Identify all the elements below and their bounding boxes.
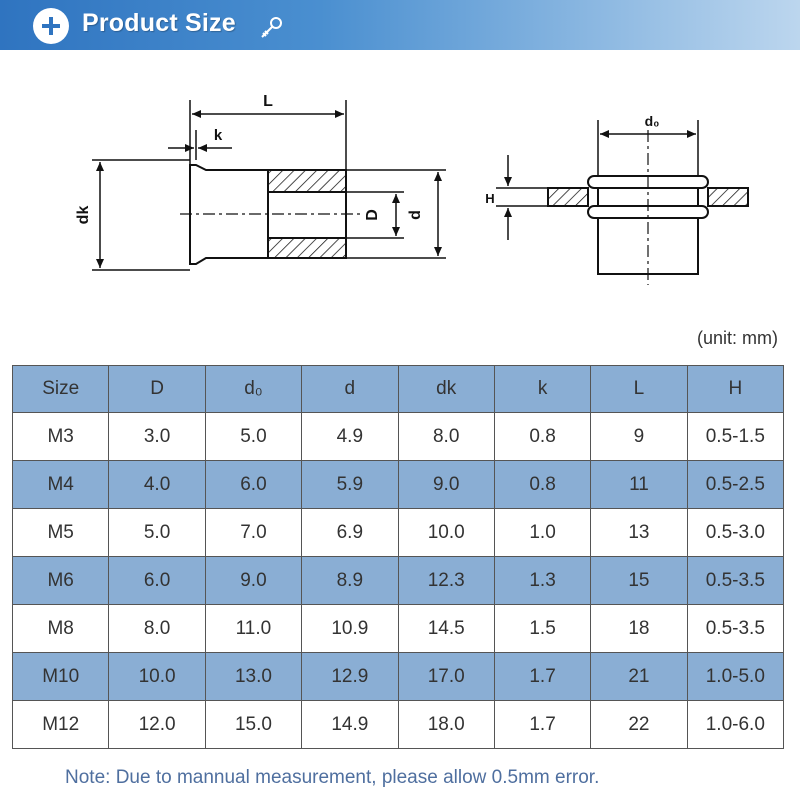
table-cell: 9.0 xyxy=(397,460,495,509)
table-cell: M10 xyxy=(11,652,110,701)
column-header: D xyxy=(108,365,206,413)
table-row: M10 10.0 13.0 12.9 17.0 1.7 21 1.0-5.0 xyxy=(11,652,785,701)
table-cell: M12 xyxy=(11,700,110,749)
dimension-d xyxy=(346,169,446,259)
table-cell: M5 xyxy=(11,508,110,557)
table-cell: 0.8 xyxy=(493,412,592,461)
table-cell: 10.0 xyxy=(397,508,495,557)
table-cell: 9.0 xyxy=(204,556,303,605)
bolt-icon xyxy=(261,17,282,38)
label-H: H xyxy=(485,191,494,206)
column-header: dk xyxy=(397,365,495,413)
table-cell: 12.3 xyxy=(397,556,495,605)
table-cell: 10.0 xyxy=(108,652,206,701)
table-cell: 1.7 xyxy=(493,652,592,701)
table-cell: 13 xyxy=(590,508,688,557)
table-cell: 1.0-6.0 xyxy=(686,700,785,749)
table-cell: 7.0 xyxy=(204,508,303,557)
table-cell: 8.0 xyxy=(108,604,206,653)
installed-view xyxy=(547,130,749,285)
table-cell: 5.0 xyxy=(108,508,206,557)
label-d: d xyxy=(407,210,424,220)
table-row: M3 3.0 5.0 4.9 8.0 0.8 9 0.5-1.5 xyxy=(11,412,785,461)
label-d0: d₀ xyxy=(645,113,660,129)
dimension-drawing: L k dk D d d₀ xyxy=(75,93,749,285)
table-cell: 18 xyxy=(590,604,688,653)
dimension-D xyxy=(346,191,404,239)
table-cell: 17.0 xyxy=(397,652,495,701)
label-L: L xyxy=(263,93,273,110)
label-k: k xyxy=(214,127,223,144)
table-cell: 0.5-3.5 xyxy=(686,604,785,653)
table-cell: 10.9 xyxy=(301,604,399,653)
table-cell: 13.0 xyxy=(204,652,303,701)
table-cell: M4 xyxy=(11,460,110,509)
table-cell: 5.9 xyxy=(301,460,399,509)
table-cell: 6.9 xyxy=(301,508,399,557)
table-cell: 8.0 xyxy=(397,412,495,461)
dimension-L xyxy=(189,100,347,170)
dimension-d0 xyxy=(597,120,699,176)
table-row: M5 5.0 7.0 6.9 10.0 1.0 13 0.5-3.0 xyxy=(11,508,785,557)
page-title: Product Size xyxy=(82,9,236,37)
table-cell: 0.5-3.0 xyxy=(686,508,785,557)
plus-icon xyxy=(33,8,69,44)
table-cell: 8.9 xyxy=(301,556,399,605)
table-cell: 0.5-3.5 xyxy=(686,556,785,605)
table-cell: 0.8 xyxy=(493,460,592,509)
column-header: k xyxy=(493,365,592,413)
table-cell: 4.0 xyxy=(108,460,206,509)
table-cell: 15 xyxy=(590,556,688,605)
table-cell: M8 xyxy=(11,604,110,653)
column-header: H xyxy=(686,365,785,413)
table-cell: 0.5-1.5 xyxy=(686,412,785,461)
label-dk: dk xyxy=(75,206,92,225)
table-cell: 12.9 xyxy=(301,652,399,701)
table-cell: 1.0 xyxy=(493,508,592,557)
table-cell: 4.9 xyxy=(301,412,399,461)
table-cell: 5.0 xyxy=(204,412,303,461)
header-banner: Product Size xyxy=(0,0,800,50)
table-cell: 22 xyxy=(590,700,688,749)
table-cell: M3 xyxy=(11,412,110,461)
column-header: L xyxy=(590,365,688,413)
table-row: M6 6.0 9.0 8.9 12.3 1.3 15 0.5-3.5 xyxy=(11,556,785,605)
table-cell: 1.0-5.0 xyxy=(686,652,785,701)
table-cell: 11.0 xyxy=(204,604,303,653)
dimension-H xyxy=(496,155,548,240)
table-cell: 6.0 xyxy=(108,556,206,605)
dimension-dk xyxy=(92,159,190,271)
table-cell: 11 xyxy=(590,460,688,509)
column-header: Size xyxy=(11,365,110,413)
unit-note: (unit: mm) xyxy=(697,328,778,348)
table-row: M12 12.0 15.0 14.9 18.0 1.7 22 1.0-6.0 xyxy=(11,700,785,749)
table-cell: 18.0 xyxy=(397,700,495,749)
table-row: M4 4.0 6.0 5.9 9.0 0.8 11 0.5-2.5 xyxy=(11,460,785,509)
table-cell: 1.7 xyxy=(493,700,592,749)
table-cell: 12.0 xyxy=(108,700,206,749)
table-header-row: Size D d₀ d dk k L H xyxy=(11,365,785,413)
table-cell: 1.5 xyxy=(493,604,592,653)
table-cell: 3.0 xyxy=(108,412,206,461)
table-cell: M6 xyxy=(11,556,110,605)
table-cell: 14.5 xyxy=(397,604,495,653)
column-header: d xyxy=(301,365,399,413)
table-row: M8 8.0 11.0 10.9 14.5 1.5 18 0.5-3.5 xyxy=(11,604,785,653)
footnote: Note: Due to mannual measurement, please… xyxy=(65,767,600,788)
table-cell: 15.0 xyxy=(204,700,303,749)
table-cell: 0.5-2.5 xyxy=(686,460,785,509)
table-cell: 21 xyxy=(590,652,688,701)
table-cell: 6.0 xyxy=(204,460,303,509)
column-header: d₀ xyxy=(204,365,303,413)
side-view xyxy=(180,164,360,265)
label-D: D xyxy=(364,209,381,221)
table-cell: 9 xyxy=(590,412,688,461)
size-table: Size D d₀ d dk k L H M3 3.0 5.0 4.9 8.0 … xyxy=(11,365,785,749)
table-cell: 1.3 xyxy=(493,556,592,605)
dimension-k xyxy=(168,130,232,160)
table-cell: 14.9 xyxy=(301,700,399,749)
